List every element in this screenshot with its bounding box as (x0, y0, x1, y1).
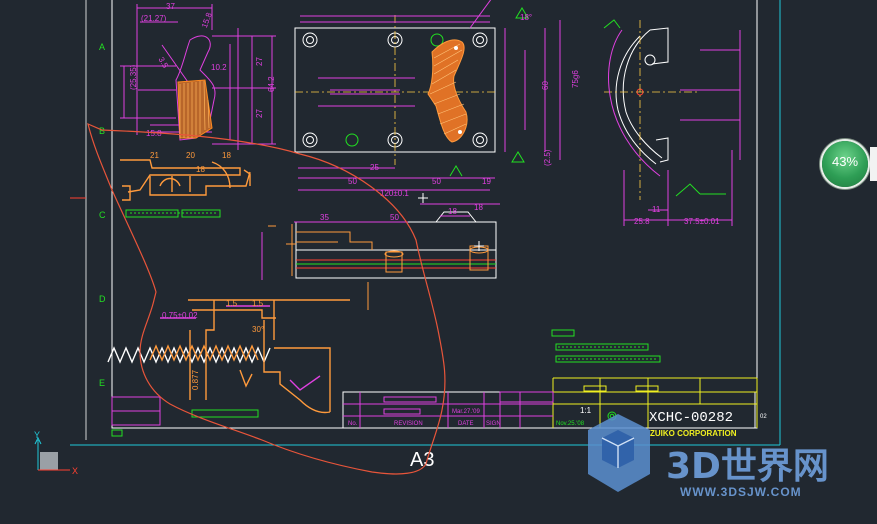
company-name: ZUIKO CORPORATION (650, 429, 737, 438)
dim-50c: 50 (390, 213, 399, 222)
plan-view-plate (294, 0, 561, 191)
dim-11: 11 (652, 205, 661, 214)
title-sheet-code: 02 (760, 414, 767, 420)
dim-60: 60 (541, 81, 550, 90)
dim-18b: 18 (196, 165, 205, 174)
dim-25: 25 (370, 163, 379, 172)
green-annotation-c (125, 209, 221, 218)
dim-35: 35 (320, 213, 329, 222)
title-no-col: No. (348, 421, 358, 427)
dim-15-8b: 15.8 (146, 129, 162, 138)
dim-20: 20 (186, 151, 195, 160)
watermark-url: WWW.3DSJW.COM (680, 485, 802, 499)
dim-21: 21 (150, 151, 159, 160)
title-revision-col: REVISION (394, 421, 423, 427)
green-annotation-e (111, 409, 259, 437)
dim-18d: 18 (474, 203, 483, 212)
dim-37-5: 37.5±0.01 (684, 217, 720, 226)
dim-angle: 18° (520, 13, 532, 22)
dim-120: 120±0.1 (380, 189, 409, 198)
dim-64-2: 64.2 (267, 76, 276, 92)
progress-side-panel[interactable] (870, 147, 877, 181)
dim-50a: 50 (348, 177, 357, 186)
dim-3-5: 3.5 (157, 56, 171, 71)
dim-0-877: 0.877 (191, 369, 200, 390)
zone-label-a: A (99, 42, 105, 52)
drawing-number: XCHC-00282 (649, 410, 733, 426)
dim-0-75: 0.75±0.02 (162, 311, 198, 320)
ucs-y-label: Y (34, 430, 40, 440)
title-sign-col: SIGN (486, 421, 501, 427)
dim-30: 30° (252, 325, 264, 334)
surface-symbols (449, 7, 529, 177)
watermark-brand: 3D世界网 (666, 446, 829, 487)
zone-label-d: D (99, 294, 106, 304)
title-scale: 1:1 (580, 406, 592, 415)
dim-75g6: 75g6 (571, 70, 580, 88)
right-side-view (603, 19, 741, 226)
dim-1-5b: 1.5 (252, 299, 264, 308)
title-date-1: Mar.27.'09 (452, 409, 480, 415)
dim-18c: 18 (448, 207, 457, 216)
dim-19: 19 (482, 177, 491, 186)
title-date-2: Nov.25.'08 (556, 421, 585, 427)
hatched-pad-center (427, 39, 468, 143)
dim-18: 18 (222, 151, 231, 160)
section-view (261, 203, 500, 310)
ucs-x-label: X (72, 466, 78, 476)
dim-2-5: (2.5) (543, 149, 552, 166)
dim-50b: 50 (432, 177, 441, 186)
hatched-pad-left (177, 79, 213, 139)
cursor-crosshair (418, 193, 484, 251)
dim-25-35: (25.35) (129, 64, 138, 90)
dim-top-37: 37 (166, 2, 175, 11)
technical-notes (551, 329, 661, 363)
dim-25-8: 25.8 (634, 217, 650, 226)
title-block (342, 377, 758, 429)
left-orange-detail (120, 159, 251, 201)
revision-cloud (87, 122, 446, 475)
dim-10-2: 10.2 (211, 63, 227, 72)
zone-label-b: B (99, 126, 105, 136)
zone-label-e: E (99, 378, 105, 388)
dim-1-5a: 1.5 (226, 299, 238, 308)
ucs-icon (34, 436, 70, 471)
title-date-col: DATE (458, 421, 474, 427)
dim-27b: 27 (255, 109, 264, 118)
progress-percent: 43% (831, 154, 859, 169)
zone-label-c: C (99, 210, 106, 220)
bottom-left-detail (107, 299, 350, 426)
dim-21-27: (21.27) (141, 14, 167, 23)
progress-badge[interactable]: 43% (822, 141, 868, 187)
watermark-logo (588, 414, 650, 492)
dim-27a: 27 (255, 57, 264, 66)
